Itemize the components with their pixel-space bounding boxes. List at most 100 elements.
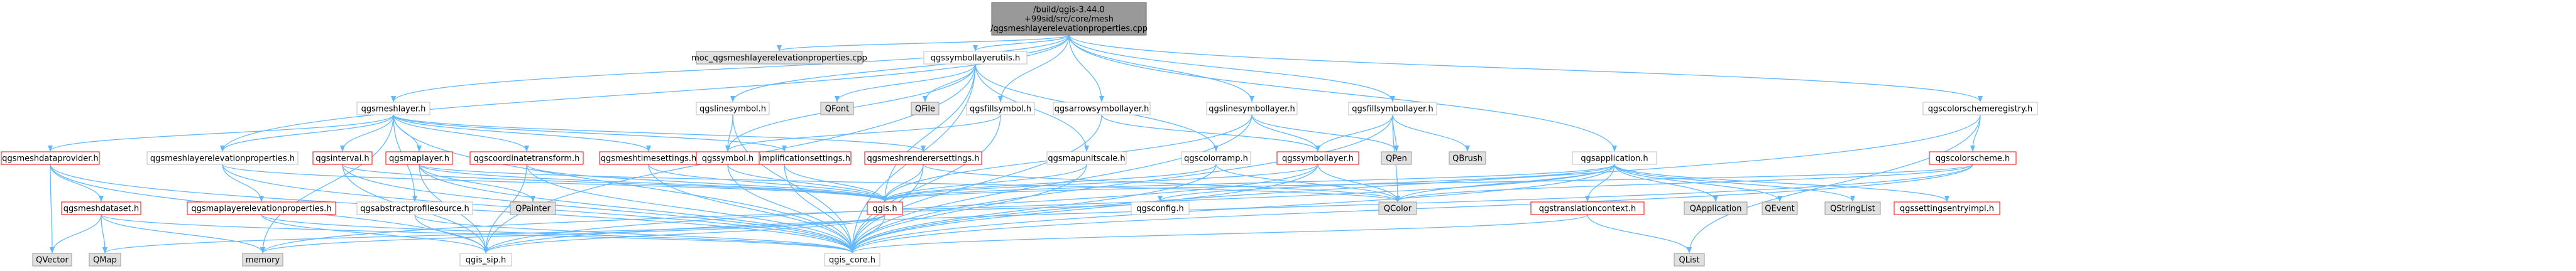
edge-application-to-qgis [882, 164, 1615, 202]
node-application-label: qgsapplication.h [1581, 154, 1648, 164]
edge-qgis-to-qmap [102, 214, 885, 253]
node-abstractprofilesource-box [356, 201, 473, 215]
node-qstringlist-label: QStringList [1830, 205, 1875, 214]
node-meshdataset[interactable]: qgsmeshdataset.h [61, 201, 141, 215]
node-meshlayer[interactable]: qgsmeshlayer.h [356, 102, 430, 115]
edge-meshdataset-to-qgis_core [101, 214, 855, 253]
node-qevent-label: QEvent [1765, 205, 1794, 214]
node-qgis_sip-label: qgis_sip.h [466, 256, 506, 265]
node-fillsymbol-box [966, 102, 1035, 115]
edge-translationcontext-to-qlist [1587, 214, 1692, 253]
node-qfont: QFont [820, 102, 854, 115]
node-symbol-box [696, 151, 760, 165]
node-linesymbol[interactable]: qgslinesymbol.h [696, 102, 770, 115]
node-qgis_sip[interactable]: qgis_sip.h [459, 253, 512, 267]
node-root-label: /qgsmeshlayerelevationproperties.cpp [990, 24, 1148, 34]
node-qfont-label: QFont [825, 105, 850, 114]
node-qmap: QMap [89, 253, 121, 267]
edge-application-to-qgsconfig [1158, 164, 1615, 202]
node-meshrenderersettings[interactable]: qgsmeshrenderersettings.h [864, 151, 982, 165]
node-fillsymbollayer-box [1348, 102, 1437, 115]
node-memory: memory [242, 253, 283, 267]
node-fillsymbollayer-label: qgsfillsymbollayer.h [1352, 105, 1433, 114]
node-linesymbollayer[interactable]: qgslinesymbollayer.h [1206, 102, 1298, 115]
edge-root-to-fillsymbol [998, 35, 1070, 102]
graph-edges [48, 35, 1983, 253]
node-qlist-label: QList [1679, 256, 1700, 265]
node-qbrush: QBrush [1449, 151, 1486, 165]
node-settingsentryimpl-box [1894, 201, 2000, 215]
edge-fillsymbollayer-to-qgis_core [850, 114, 1393, 253]
edge-application-to-translationcontext [1585, 164, 1615, 202]
node-root-label: +99sid/src/core/mesh [1024, 15, 1114, 24]
edge-symbollayerutils-to-qfont [835, 63, 976, 102]
node-qgis_core[interactable]: qgis_core.h [824, 253, 880, 267]
node-maplayerelevationproperties[interactable]: qgsmaplayerelevationproperties.h [187, 201, 336, 215]
node-meshtimesettings[interactable]: qgsmeshtimesettings.h [599, 151, 698, 165]
node-colorramp-box [1181, 151, 1251, 165]
node-mapunitscale-box [1046, 151, 1127, 165]
node-symbol[interactable]: qgssymbol.h [696, 151, 760, 165]
node-qcolor: QColor [1378, 201, 1417, 215]
edge-linesymbol-to-symbol [725, 114, 733, 152]
node-maplayer-label: qgsmaplayer.h [389, 154, 449, 164]
node-root: /build/qgis-3.44.0+99sid/src/core/mesh/q… [990, 2, 1148, 36]
node-arrowsymbollayer-box [1053, 102, 1151, 115]
node-application-box [1572, 151, 1657, 165]
node-maplayerelevationproperties-box [187, 201, 336, 215]
node-qstringlist-box [1824, 201, 1881, 215]
edge-linesymbollayer-to-qgis_core [850, 114, 1252, 253]
node-interval[interactable]: qgsinterval.h [312, 151, 373, 165]
node-symbollayerutils[interactable]: qgssymbollayerutils.h [923, 51, 1028, 65]
edge-coordinatetransform-to-qgis [526, 164, 887, 202]
graph-nodes: /build/qgis-3.44.0+99sid/src/core/mesh/q… [1, 2, 2038, 267]
node-moc-label: moc_qgsmeshlayerelevationproperties.cpp [691, 54, 867, 63]
node-qgis_core-label: qgis_core.h [829, 256, 875, 265]
node-qpen: QPen [1381, 151, 1412, 165]
node-fillsymbol[interactable]: qgsfillsymbol.h [966, 102, 1035, 115]
node-translationcontext[interactable]: qgstranslationcontext.h [1530, 201, 1645, 215]
node-settingsentryimpl[interactable]: qgssettingsentryimpl.h [1894, 201, 2000, 215]
edge-meshdataset-to-qmap [101, 214, 107, 253]
node-meshdataprovider[interactable]: qgsmeshdataprovider.h [1, 151, 100, 165]
edge-meshdataprovider-to-qvector [49, 164, 55, 253]
node-coordinatetransform[interactable]: qgscoordinatetransform.h [469, 151, 584, 165]
node-qgsconfig[interactable]: qgsconfig.h [1131, 201, 1190, 215]
node-qstringlist: QStringList [1824, 201, 1881, 215]
node-qpainter-box [510, 201, 556, 215]
node-colorscheme[interactable]: qgscolorscheme.h [1929, 151, 2017, 165]
node-qgsconfig-box [1131, 201, 1190, 215]
node-abstractprofilesource[interactable]: qgsabstractprofilesource.h [356, 201, 473, 215]
node-symbollayerutils-label: qgssymbollayerutils.h [931, 54, 1021, 63]
edge-translationcontext-to-qgis_core [850, 214, 1588, 253]
node-meshdataset-box [61, 201, 141, 215]
node-qevent: QEvent [1762, 201, 1798, 215]
node-qgis[interactable]: qgis.h [867, 201, 903, 215]
node-maplayer[interactable]: qgsmaplayer.h [385, 151, 453, 165]
node-symbollayer[interactable]: qgssymbollayer.h [1276, 151, 1359, 165]
node-colorramp-label: qgscolorramp.h [1184, 154, 1248, 164]
node-colorramp[interactable]: qgscolorramp.h [1181, 151, 1251, 165]
node-colorschemeregistry[interactable]: qgscolorschemeregistry.h [1922, 102, 2038, 115]
edge-maplayerelevationproperties-to-qgis_sip [261, 214, 488, 253]
node-arrowsymbollayer[interactable]: qgsarrowsymbollayer.h [1053, 102, 1151, 115]
node-qfile: QFile [911, 102, 940, 115]
node-application[interactable]: qgsapplication.h [1572, 151, 1657, 165]
edge-symbollayer-to-qgis [882, 164, 1318, 202]
edge-root-to-linesymbol [730, 35, 1070, 102]
node-qgsconfig-label: qgsconfig.h [1136, 205, 1183, 214]
node-fillsymbollayer[interactable]: qgsfillsymbollayer.h [1348, 102, 1437, 115]
node-colorscheme-box [1929, 151, 2017, 165]
edge-application-to-settingsentryimpl [1614, 164, 1949, 202]
node-meshlayerelevationproperties_h[interactable]: qgsmeshlayerelevationproperties.h [146, 151, 299, 165]
edge-meshdataprovider-to-meshdataset [50, 164, 104, 202]
node-qgis_core-box [824, 253, 880, 267]
node-mapunitscale[interactable]: qgsmapunitscale.h [1046, 151, 1127, 165]
node-qvector-box [32, 253, 72, 267]
edge-symbollayer-to-qcolor [1317, 164, 1400, 202]
node-qapplication: QApplication [1684, 201, 1748, 215]
node-translationcontext-label: qgstranslationcontext.h [1539, 205, 1636, 214]
node-linesymbol-label: qgslinesymbol.h [699, 105, 766, 114]
node-qfile-box [911, 102, 940, 115]
edge-meshrenderersettings-to-qcolor [923, 164, 1400, 202]
